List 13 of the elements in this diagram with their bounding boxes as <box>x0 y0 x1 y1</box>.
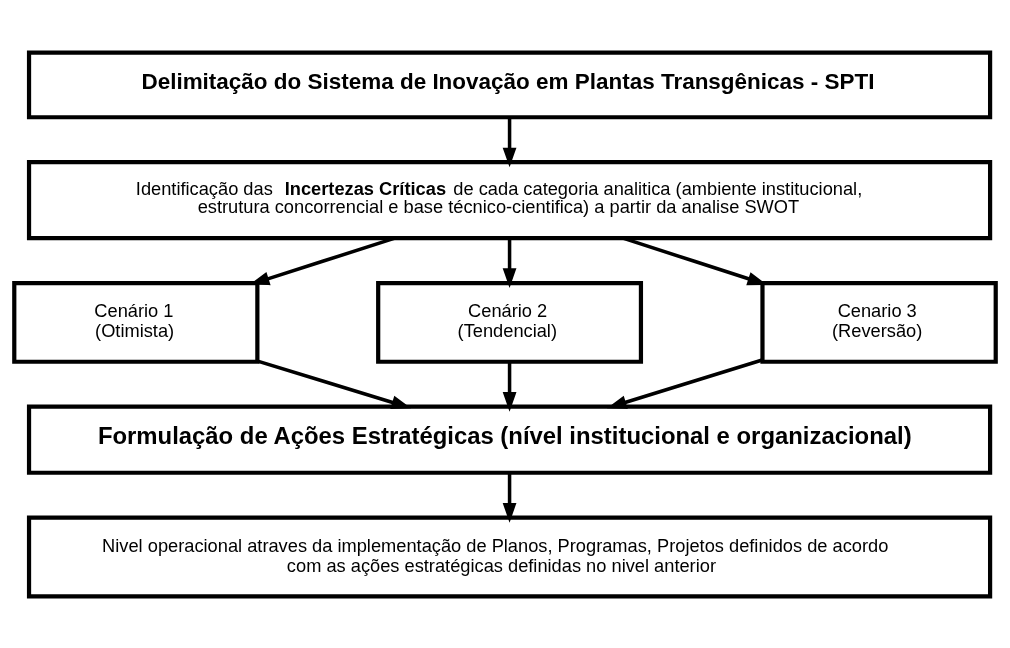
node-box: Cenário 1 (Otimista) <box>12 280 260 364</box>
arrow <box>502 361 517 412</box>
arrow <box>257 358 412 409</box>
node-box: Nivel operacional atraves da implementação de Planos, Programas, Projetos definidos de acordo com as ações estratégicas definidas no nivel anterior <box>26 515 993 598</box>
arrow <box>502 117 517 167</box>
node-box: Cenário 2 (Tendencial) <box>376 280 644 364</box>
node-box: Cenario 3 (Reversão) <box>760 280 998 364</box>
arrow <box>502 238 517 288</box>
node-box: Delimitação do Sistema de Inovação em Plantas Transgênicas - SPTI <box>26 50 993 119</box>
node-box: Identificação das Incertezas Críticas de cada categoria analitica (ambiente institucional, estrutura concorrencial e base técnico-cientifica) a partir da analise SWOT <box>26 159 993 240</box>
arrow <box>606 357 763 409</box>
node-box: Formulação de Ações Estratégicas (nível institucional e organizacional) <box>26 404 993 475</box>
arrow <box>502 472 517 523</box>
